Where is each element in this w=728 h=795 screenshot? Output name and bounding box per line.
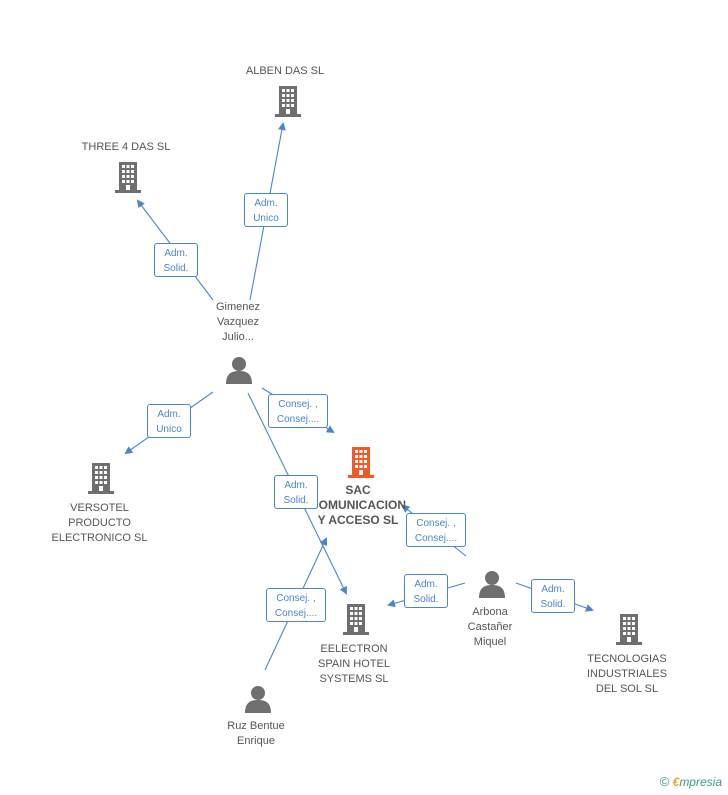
company-alben[interactable] bbox=[275, 86, 301, 117]
person-ruz[interactable] bbox=[245, 686, 271, 713]
building-icon bbox=[88, 463, 114, 494]
building-icon bbox=[343, 604, 369, 635]
edge-label-arbona-tecnologias[interactable]: Adm. Solid. bbox=[531, 579, 575, 613]
company-sac[interactable] bbox=[348, 447, 374, 478]
person-arbona[interactable] bbox=[479, 571, 505, 598]
copyright-icon: © bbox=[659, 774, 670, 789]
person-icon bbox=[245, 686, 271, 713]
label-ruz: Ruz Bentue Enrique bbox=[227, 720, 285, 747]
building-icon bbox=[115, 162, 141, 193]
label-three4: THREE 4 DAS SL bbox=[81, 141, 171, 153]
edges bbox=[124, 122, 594, 671]
person-icon bbox=[226, 357, 252, 384]
label-eelectron: EELECTRON SPAIN HOTEL SYSTEMS SL bbox=[318, 643, 390, 685]
company-three4[interactable] bbox=[115, 162, 141, 193]
company-eelectron[interactable] bbox=[343, 604, 369, 635]
edge-label-arbona-sac[interactable]: Consej. , Consej.... bbox=[406, 513, 466, 547]
building-icon bbox=[348, 447, 374, 478]
empresia-watermark: © €mpresia bbox=[660, 774, 722, 789]
edge-label-arbona-eelectron[interactable]: Adm. Solid. bbox=[404, 574, 448, 608]
label-tecnologias: TECNOLOGIAS INDUSTRIALES DEL SOL SL bbox=[586, 653, 668, 695]
edge-label-gimenez-alben[interactable]: Adm. Unico bbox=[244, 193, 288, 227]
edge-label-ruz-eelectron[interactable]: Consej. , Consej.... bbox=[266, 588, 326, 622]
company-tecnologias[interactable] bbox=[616, 614, 642, 645]
label-alben: ALBEN DAS SL bbox=[245, 65, 325, 77]
label-gimenez: Gimenez Vazquez Julio... bbox=[215, 301, 261, 343]
label-versotel: VERSOTEL PRODUCTO ELECTRONICO SL bbox=[51, 502, 148, 544]
label-arbona: Arbona Castañer Miquel bbox=[467, 606, 513, 648]
brand-e: € bbox=[672, 775, 680, 789]
building-icon bbox=[275, 86, 301, 117]
company-versotel[interactable] bbox=[88, 463, 114, 494]
edge-label-gimenez-versotel[interactable]: Adm. Unico bbox=[147, 404, 191, 438]
label-sac: SAC COMUNICACION Y ACCESO SL bbox=[310, 483, 406, 527]
building-icon bbox=[616, 614, 642, 645]
edge-label-gimenez-eelectron[interactable]: Adm. Solid. bbox=[274, 475, 318, 509]
person-gimenez[interactable] bbox=[226, 357, 252, 384]
brand-name: mpresia bbox=[679, 775, 722, 789]
edge-label-gimenez-three4[interactable]: Adm. Solid. bbox=[154, 243, 198, 277]
edge-label-gimenez-sac[interactable]: Consej. , Consej.... bbox=[268, 394, 328, 428]
person-icon bbox=[479, 571, 505, 598]
